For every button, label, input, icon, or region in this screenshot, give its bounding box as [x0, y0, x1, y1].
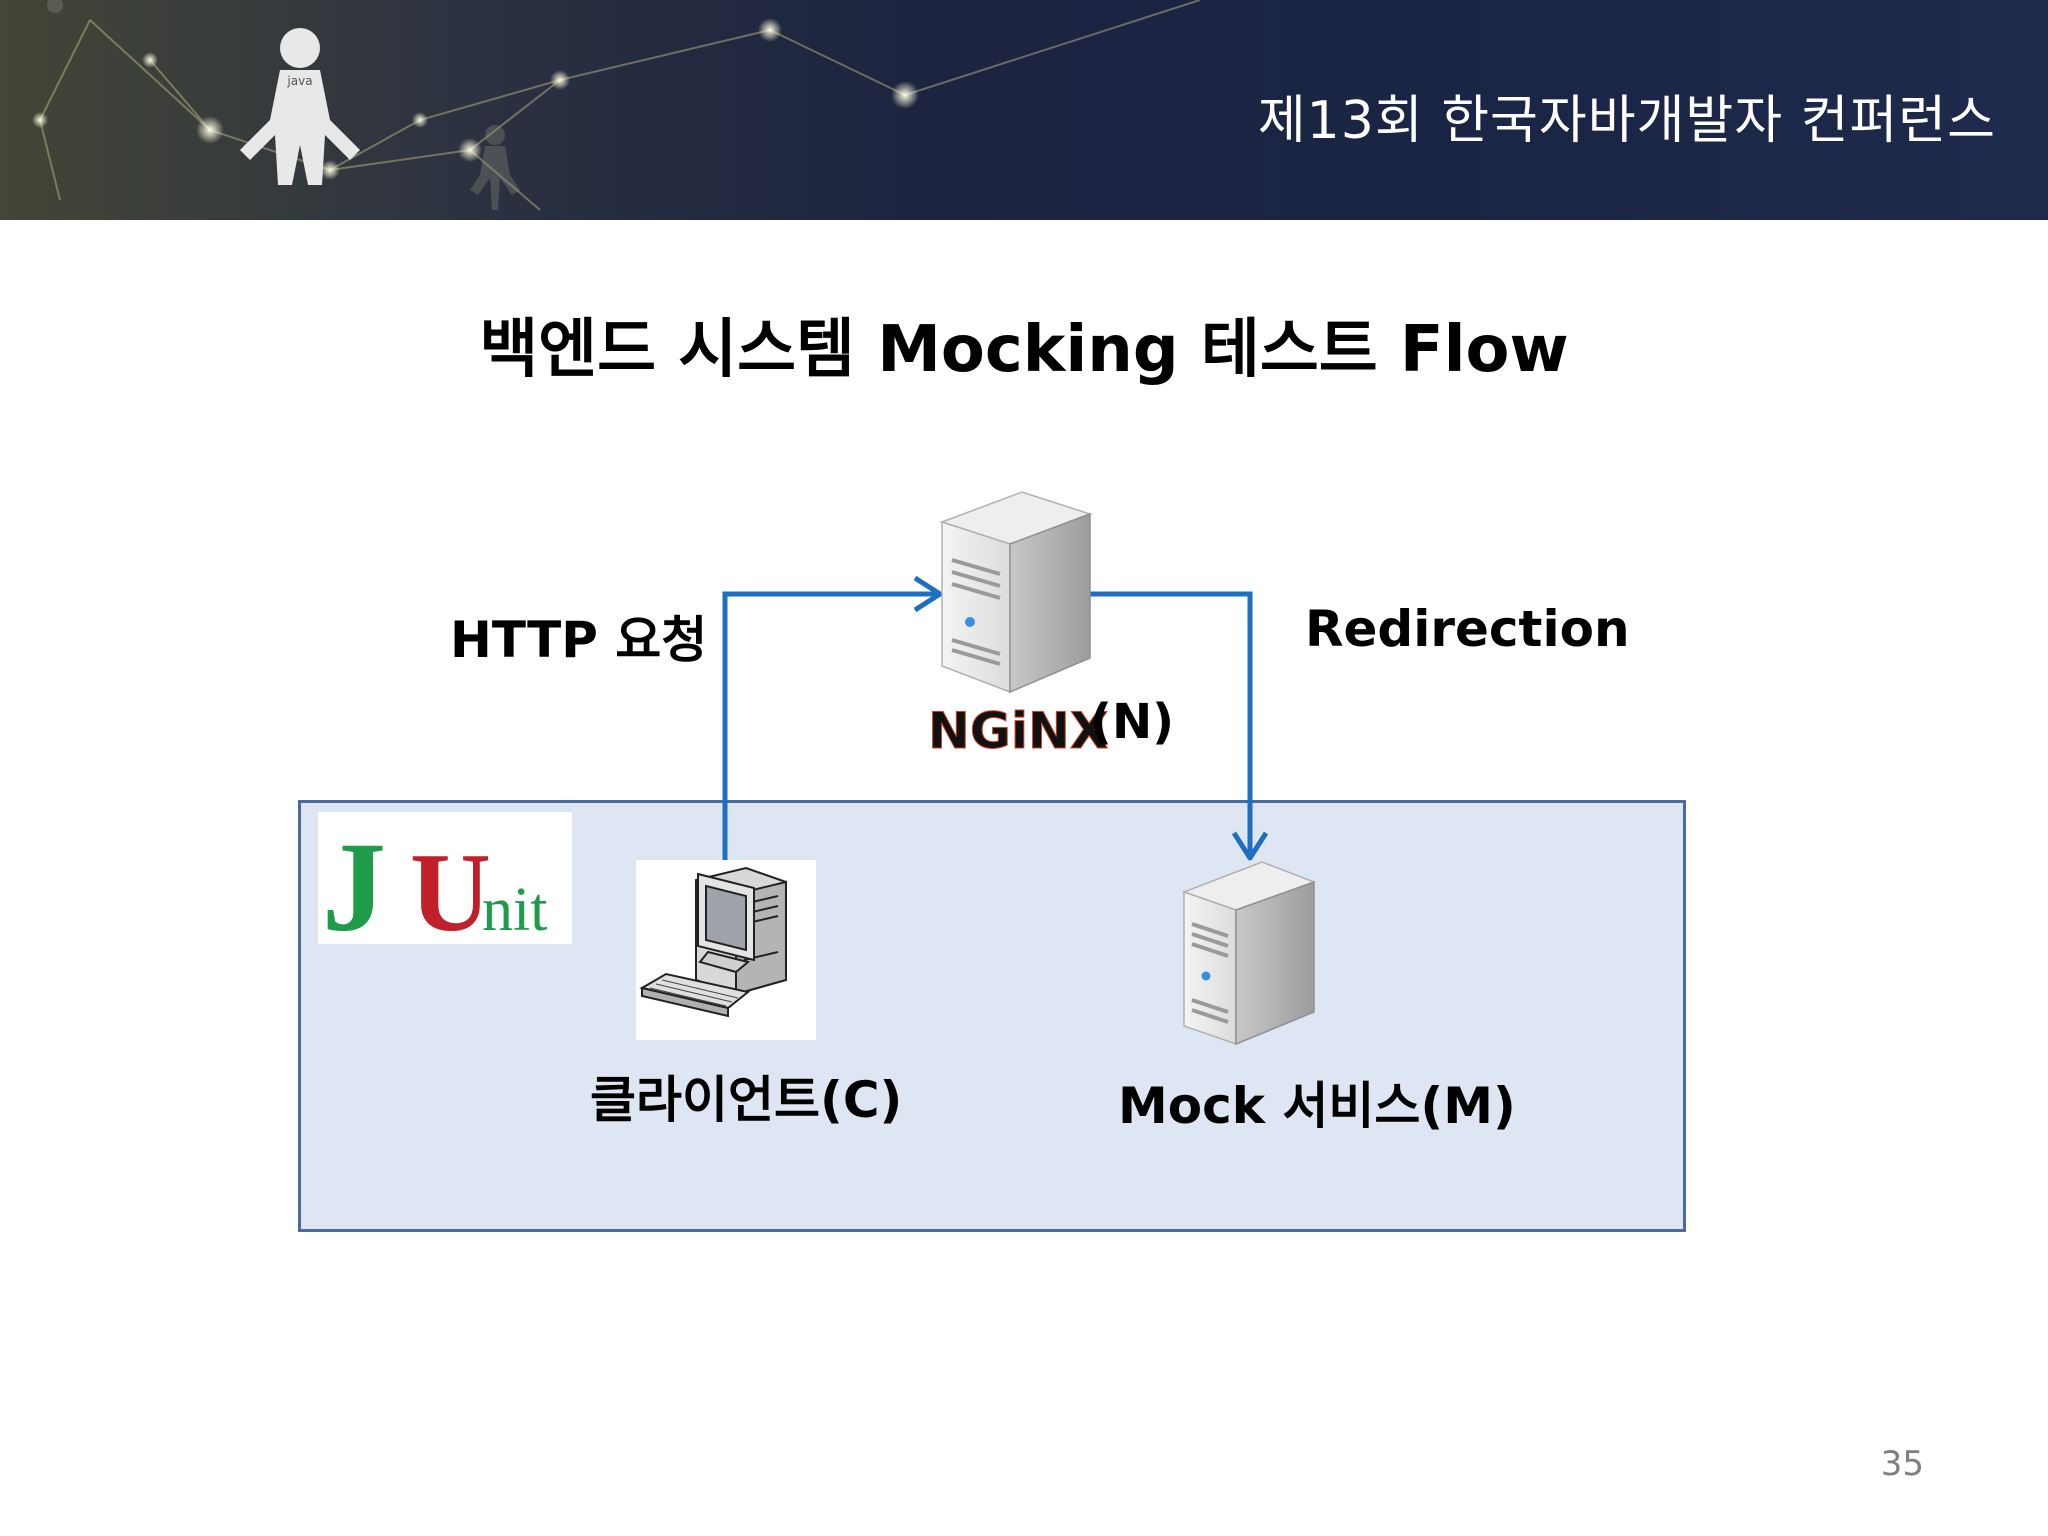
page-number: 35 [1880, 1444, 1924, 1484]
junit-logo: J U nit [318, 812, 572, 958]
http-request-label: HTTP 요청 [450, 611, 708, 669]
client-label: 클라이언트(C) [590, 1071, 903, 1129]
redirection-label: Redirection [1305, 600, 1630, 658]
nginx-server-icon [939, 491, 1093, 694]
mascot-badge: java [286, 74, 312, 88]
nginx-logo: NGiNX [928, 702, 1108, 760]
junit-logo-u: U [410, 831, 491, 944]
junit-logo-j: J [322, 816, 386, 944]
java-mascot-figure [240, 28, 360, 185]
header-banner: java 제13회 한국자바개발자 컨퍼런스 [0, 0, 2048, 220]
conference-title: 제13회 한국자바개발자 컨퍼런스 [1257, 91, 1996, 151]
junit-logo-nit: nit [482, 876, 547, 944]
client-computer-icon [636, 860, 816, 1040]
constellation-background: java [0, 0, 2048, 220]
slide-title: 백엔드 시스템 Mocking 테스트 Flow [479, 313, 1569, 387]
nginx-node-label: (N) [1090, 694, 1175, 750]
mock-service-label: Mock 서비스(M) [1118, 1077, 1516, 1135]
